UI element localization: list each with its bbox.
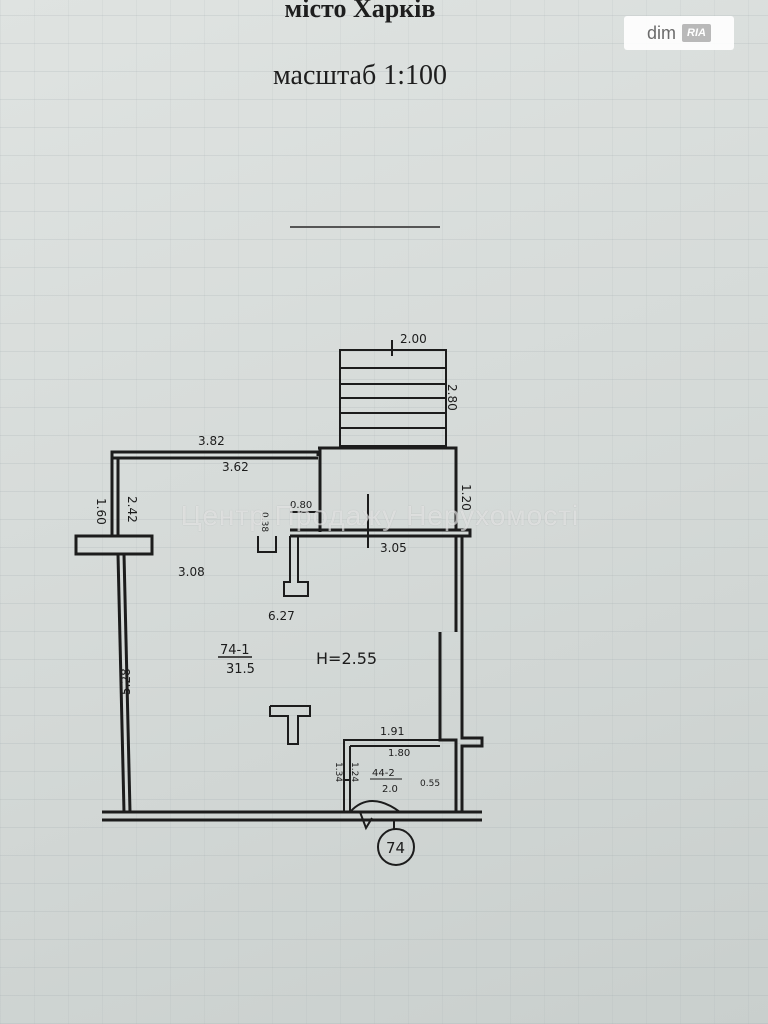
dim-left-wall: 5.28 <box>119 668 133 695</box>
dim-closet-left-outer: 1.34 <box>333 762 343 782</box>
scale-label: масштаб 1:100 <box>273 60 447 91</box>
dim-right-side: 1.20 <box>459 484 473 511</box>
dim-left-outer: 1.60 <box>94 498 108 525</box>
watermark-text: Центр Продажу Нерухомості <box>180 500 580 531</box>
ceiling-height: H=2.55 <box>316 649 377 668</box>
dim-step-small: 0.38 <box>259 512 269 532</box>
entrance-number: 74 <box>386 839 405 857</box>
dim-corridor: 3.05 <box>380 541 407 555</box>
dimria-logo[interactable]: dim RIA <box>624 16 734 50</box>
dim-stair-width: 2.00 <box>400 332 427 346</box>
room-main-area: 31.5 <box>226 662 255 677</box>
dim-closet-top: 1.91 <box>380 725 405 738</box>
dim-closet-small: 0.55 <box>420 779 440 789</box>
dim-closet-inner: 1.80 <box>388 748 410 759</box>
dim-stair-length: 2.80 <box>445 384 459 411</box>
dim-room-length: 6.27 <box>268 609 295 623</box>
room-closet-area: 2.0 <box>382 784 398 795</box>
room-main-number: 74-1 <box>220 643 250 658</box>
logo-brand: dim <box>647 22 677 43</box>
city-title: місто Харків <box>284 0 436 23</box>
stair-block <box>339 340 447 447</box>
dim-step-width: 0.80 <box>290 500 312 511</box>
partitions <box>257 494 369 745</box>
dim-left-inner: 2.42 <box>125 496 139 523</box>
closet <box>343 739 440 813</box>
entrance-marker <box>359 811 415 866</box>
dim-room-inner-width: 3.08 <box>178 565 205 579</box>
dim-top-outer: 3.82 <box>198 434 225 448</box>
logo-sub: RIA <box>682 24 711 42</box>
header-underline <box>290 226 440 228</box>
dim-top-inner: 3.62 <box>222 460 249 474</box>
room-closet-number: 44-2 <box>372 768 395 779</box>
dim-closet-left-inner: 1.24 <box>349 762 359 782</box>
outer-walls <box>74 446 484 822</box>
